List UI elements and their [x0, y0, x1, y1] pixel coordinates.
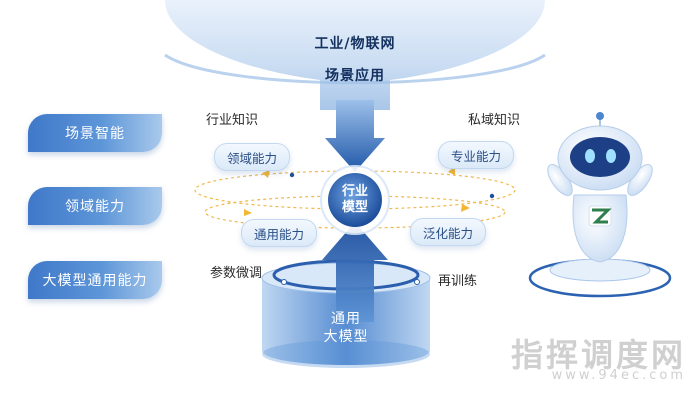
- orbit-dot-2: [489, 193, 495, 199]
- chip-general-capability: 通用能力: [241, 219, 318, 247]
- center-label-line2: 模型: [341, 200, 368, 215]
- top-title-line2: 场景应用: [325, 68, 385, 84]
- bottom-label-line2: 大模型: [323, 329, 369, 345]
- top-funnel-rim: [164, 53, 546, 85]
- left-pill-scene-intelligence: 场景智能: [28, 114, 162, 152]
- left-pill-general-capability: 大模型通用能力: [28, 261, 162, 299]
- label-private-knowledge: 私域知识: [468, 113, 521, 128]
- label-fine-tune: 参数微调: [210, 266, 263, 281]
- chip-professional-capability: 专业能力: [438, 141, 515, 169]
- robot-logo: [592, 208, 612, 224]
- orbit-arrow-1: [262, 170, 270, 178]
- left-pill-domain-capability: 领域能力: [28, 187, 162, 225]
- watermark-title: 指挥调度网: [510, 336, 686, 374]
- ring-dot-right: [414, 279, 420, 285]
- orbit-arrow-2: [244, 209, 252, 216]
- robot-antenna-tip: [596, 112, 604, 120]
- center-ball: [328, 173, 382, 227]
- robot-eye-right: [606, 149, 616, 163]
- orbit-dot-1: [289, 172, 295, 178]
- top-title-line1: 工业/物联网: [314, 36, 396, 52]
- center-label-line1: 行业: [341, 184, 368, 199]
- chip-domain-capability: 领域能力: [214, 143, 291, 171]
- label-industry-knowledge: 行业知识: [206, 113, 259, 128]
- top-funnel: [165, 0, 545, 110]
- chip-generalization-capability: 泛化能力: [410, 218, 487, 246]
- down-arrow: [325, 100, 385, 172]
- robot-body: [572, 194, 628, 263]
- cylinder-bottom-glow: [262, 340, 430, 368]
- bottom-label-line1: 通用: [331, 311, 361, 327]
- robot-face: [570, 137, 630, 177]
- up-arrow: [322, 222, 388, 322]
- orbit-arrow-4: [461, 204, 470, 212]
- ring-dot-left: [281, 279, 287, 285]
- robot-eye-left: [585, 149, 595, 163]
- label-retrain: 再训练: [438, 274, 478, 289]
- watermark-url: www.94ec.com: [551, 368, 686, 383]
